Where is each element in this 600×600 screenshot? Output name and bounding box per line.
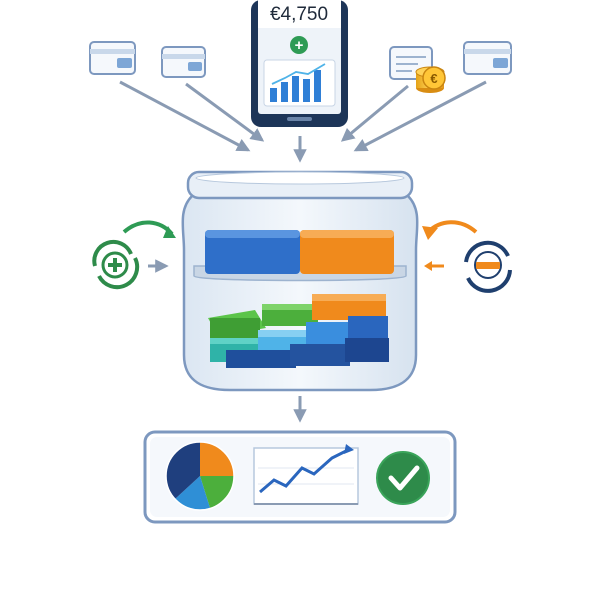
storage-jar xyxy=(181,170,419,392)
input-card-icon xyxy=(89,41,136,75)
check-circle-icon xyxy=(376,451,430,505)
phone-balance: €4,750 xyxy=(270,4,328,25)
phone-bar-chart-icon xyxy=(270,63,326,102)
stacked-data-blocks xyxy=(208,294,389,368)
input-card-icon xyxy=(463,41,512,75)
euro-coins-icon: € xyxy=(415,66,446,93)
add-circle-icon xyxy=(290,36,308,54)
input-card-icon xyxy=(161,46,206,78)
minus-cycle-icon xyxy=(422,220,512,293)
orange-data-block xyxy=(300,230,394,274)
phone-add-symbol: + xyxy=(295,37,304,54)
pie-chart-icon xyxy=(165,441,235,511)
blue-data-block xyxy=(205,230,300,274)
plus-cycle-icon xyxy=(92,220,176,290)
inflow-arrows xyxy=(119,80,487,163)
coin-symbol: € xyxy=(430,71,437,86)
phone-device: €4,750 + xyxy=(251,0,348,127)
trend-chart-icon xyxy=(253,444,359,505)
